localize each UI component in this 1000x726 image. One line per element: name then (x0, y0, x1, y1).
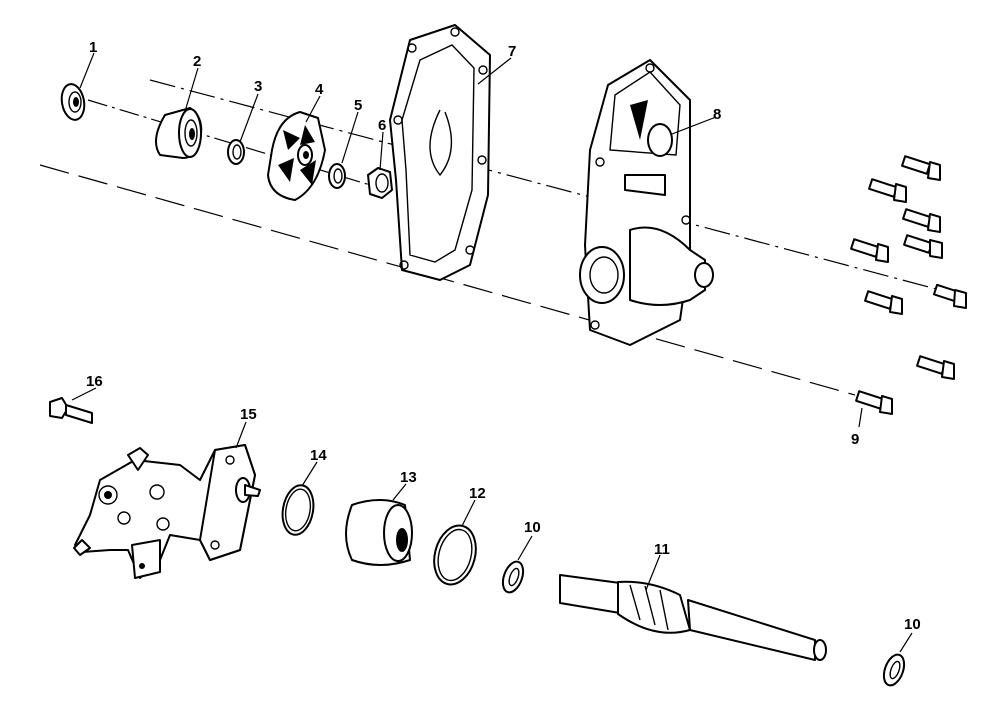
part-3-washer[interactable] (227, 139, 245, 165)
callout-16: 16 (86, 373, 103, 390)
part-1-seal[interactable] (59, 82, 87, 121)
shaft-centerline (87, 99, 421, 201)
callout-15: 15 (240, 406, 257, 423)
part-7-gasket[interactable] (389, 24, 491, 281)
part-10-washer-b[interactable] (880, 652, 908, 688)
callout-13: 13 (400, 469, 417, 486)
part-6-nut[interactable] (367, 167, 393, 199)
part-14-o-ring[interactable] (279, 483, 317, 537)
assembly-axes (39, 79, 941, 396)
lower-assembly-line (39, 164, 856, 396)
bolt[interactable] (864, 290, 903, 315)
part-2-bearing[interactable] (155, 107, 203, 159)
bolt[interactable] (916, 355, 955, 380)
callout-1: 1 (89, 39, 97, 56)
callout-8: 8 (713, 106, 721, 123)
part-10-washer-a[interactable] (499, 559, 527, 595)
callout-10-b: 10 (904, 616, 921, 633)
callout-12: 12 (469, 485, 486, 502)
part-8-pump-cover[interactable] (579, 59, 714, 346)
part-4-impeller[interactable] (267, 111, 326, 201)
callout-14: 14 (310, 447, 327, 464)
leader-lines (71, 52, 913, 653)
callout-10-a: 10 (524, 519, 541, 536)
part-5-washer[interactable] (328, 163, 346, 189)
bolt[interactable] (903, 234, 943, 259)
part-11-shaft[interactable] (559, 574, 827, 661)
bolt[interactable] (850, 238, 889, 263)
bolt[interactable] (855, 390, 893, 415)
callout-3: 3 (254, 78, 262, 95)
bolt[interactable] (902, 208, 941, 233)
part-13-bushing[interactable] (345, 499, 413, 566)
callout-2: 2 (193, 53, 201, 70)
callout-5: 5 (354, 97, 362, 114)
part-9-bolts[interactable] (850, 155, 967, 415)
callout-9: 9 (851, 431, 859, 448)
callout-7: 7 (508, 43, 516, 60)
part-15-oil-pump[interactable] (73, 444, 261, 579)
part-12-o-ring[interactable] (428, 521, 482, 589)
bolt[interactable] (901, 155, 941, 181)
callouts: 1 2 3 4 5 6 7 8 9 10 10 11 12 13 14 15 1… (86, 39, 921, 633)
callout-4: 4 (315, 81, 324, 98)
bolt[interactable] (868, 178, 907, 203)
part-16-bolt[interactable] (49, 397, 93, 424)
callout-6: 6 (378, 117, 386, 134)
upper-centerline (149, 79, 941, 291)
callout-11: 11 (654, 541, 670, 558)
bolt[interactable] (932, 283, 967, 309)
